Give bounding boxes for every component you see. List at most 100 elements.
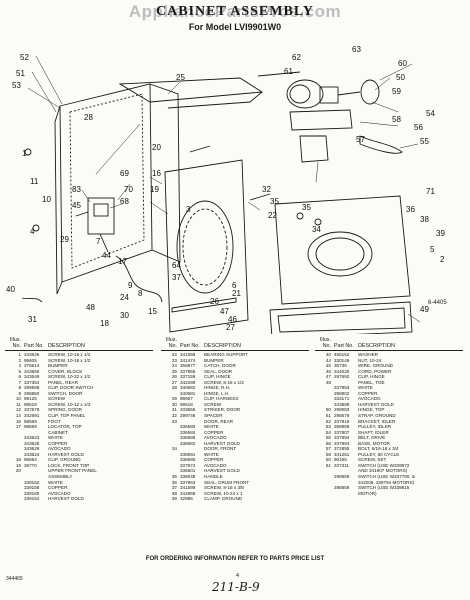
part-description: SWITCH (USE W339872: [358, 462, 410, 468]
callout-label: 60: [398, 59, 407, 68]
exploded-view-diagram: 63 62 61 60 50 59 54 58 56 55 57 52 51 5…: [6, 45, 445, 334]
part-number: 358986: [334, 424, 350, 430]
part-number: 96584: [24, 457, 37, 463]
part-number: 298576: [334, 413, 350, 419]
header-part: Part No.: [334, 343, 354, 349]
part-number: 336580: [180, 424, 196, 430]
part-description: UPPER FRONT PANEL: [48, 468, 97, 474]
part-description: COPPER: [204, 429, 224, 435]
illus-number: 33: [171, 418, 177, 424]
illus-number: 37: [171, 485, 177, 491]
callout-label: 69: [120, 169, 129, 178]
part-number: 337364: [24, 379, 40, 385]
callout-label: 36: [406, 205, 415, 214]
part-description: CATCH, DOOR: [204, 363, 236, 369]
part-number: 337894: [334, 435, 350, 441]
callout-label: 62: [292, 53, 301, 62]
illus-number: 18: [15, 457, 21, 463]
callout-label: 55: [420, 137, 429, 146]
part-description: SCREW, 10-16 x 1/2: [48, 357, 91, 363]
part-description: SCREW, 8-18 x 1/2: [204, 379, 244, 385]
callout-label: 49: [420, 305, 429, 314]
callout-label: 20: [152, 143, 161, 152]
illus-number: 61: [325, 462, 331, 468]
part-number: 376614: [24, 363, 40, 369]
callout-label: 25: [176, 73, 185, 82]
illus-number: 45: [325, 363, 331, 369]
part-number: 98125: [24, 396, 37, 402]
part-number: 356877: [180, 363, 196, 369]
illus-number: 25: [171, 368, 177, 374]
illus-number: 35: [171, 474, 177, 480]
part-number: 336582: [180, 440, 196, 446]
part-number: 298850: [24, 390, 40, 396]
illus-number: 56: [325, 440, 331, 446]
illus-number: 4: [18, 363, 21, 369]
callout-label: 9: [128, 281, 133, 290]
part-number: 299746: [180, 413, 196, 419]
illus-number: 6: [18, 374, 21, 380]
callout-label: 61: [284, 67, 293, 76]
part-description: WHITE: [358, 385, 373, 391]
illus-number: 46: [325, 368, 331, 374]
callout-label: 58: [392, 115, 401, 124]
part-description: CLAMP, GROUND: [204, 496, 243, 502]
callout-label: 8: [138, 289, 143, 298]
illus-number: 1: [18, 352, 21, 357]
part-description: PULLEY, 60 CYCLE: [358, 451, 400, 457]
illus-number: 23: [171, 357, 177, 363]
part-description: HARVEST GOLD: [204, 468, 240, 474]
part-number: 342289: [180, 379, 196, 385]
front-panel: [164, 159, 249, 333]
part-description: COPPER: [48, 440, 68, 446]
part-number: 338690: [180, 457, 196, 463]
part-number: 343888: [334, 401, 350, 407]
part-description: BUMPER: [48, 363, 68, 369]
part-description: HARVEST GOLD: [48, 451, 84, 457]
parts-row: ASSEMBLY: [5, 474, 153, 480]
part-description: BELT, DRIVE: [358, 435, 386, 441]
callout-label: 19: [150, 185, 159, 194]
part-number: 341658: [180, 352, 196, 357]
part-description: CLIP, HINGE: [204, 374, 231, 380]
part-description: SCREW, 8-18 x 3/8: [204, 485, 244, 491]
part-description: SCREW, 10-12 x 1/2: [48, 401, 91, 407]
parts-row: CABINET: [5, 430, 153, 436]
part-number: 339160: [24, 490, 40, 496]
part-number: 343646: [24, 352, 40, 357]
part-number: 95605: [24, 357, 37, 363]
callout-label: 4: [30, 227, 35, 236]
part-description: BRACKET, IDLER: [358, 418, 396, 424]
parts-row: MOTOR): [315, 491, 463, 497]
illus-number: 36: [171, 479, 177, 485]
illus-number: 31: [171, 407, 177, 413]
part-number: 299083: [334, 407, 350, 413]
part-description: STRAP, GROUND: [358, 413, 396, 419]
callout-label: 11: [30, 177, 39, 186]
callout-label: 31: [28, 315, 37, 324]
